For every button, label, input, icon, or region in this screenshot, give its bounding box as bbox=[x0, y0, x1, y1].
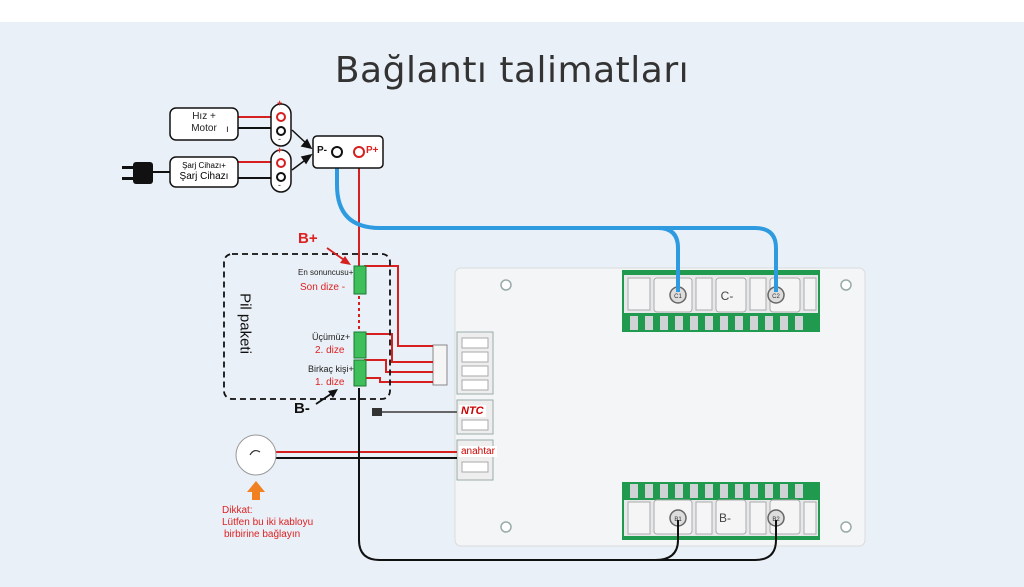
b-plus-label: B+ bbox=[298, 230, 318, 247]
motor-minus-terminal: - bbox=[278, 134, 281, 144]
pad-c-minus-label: C- bbox=[721, 289, 734, 303]
cell-connectors bbox=[353, 265, 367, 387]
charger-plus-mark: + bbox=[277, 145, 283, 155]
balance-plug bbox=[432, 344, 448, 386]
pad-c1-label: C1 bbox=[674, 294, 682, 300]
warning-line2: Lütfen bu iki kabloyu bbox=[222, 517, 314, 528]
warning-note: Dikkat: Lütfen bu iki kabloyu birbirine … bbox=[222, 505, 313, 541]
pad-b-minus-label: B- bbox=[719, 511, 731, 525]
mid-string-line2: 2. dize bbox=[315, 345, 345, 356]
charger-box bbox=[169, 156, 239, 188]
battery-pack-box bbox=[223, 253, 391, 400]
switch-circle bbox=[235, 434, 277, 476]
motor-label: Hız + Motor bbox=[172, 111, 236, 135]
blue-wires bbox=[335, 156, 778, 292]
bms-board bbox=[454, 267, 866, 547]
balance-connector bbox=[456, 331, 494, 395]
motor-line2: Motor bbox=[191, 123, 217, 134]
motor-box bbox=[169, 107, 239, 141]
power-plug-icon bbox=[122, 162, 153, 184]
ntc-probe bbox=[372, 408, 382, 416]
b-minus-arrow bbox=[315, 389, 338, 405]
output-terminal-box bbox=[312, 135, 384, 169]
charger-terminal bbox=[270, 149, 292, 193]
charger-minus-terminal: - bbox=[278, 180, 281, 190]
mid-string-line1: Üçümüz+ bbox=[312, 332, 351, 342]
motor-terminal bbox=[270, 103, 292, 147]
warning-arrow-icon bbox=[247, 481, 265, 500]
charger-label: Şarj Cihazı+ Şarj Cihazı bbox=[172, 160, 236, 182]
ntc-label: NTC bbox=[459, 405, 486, 417]
p-plus-label: P+ bbox=[366, 145, 379, 156]
b-plus-arrow bbox=[326, 247, 351, 265]
bot-string-line1: Birkaç kişi+ bbox=[308, 364, 354, 374]
battery-pack-label: Pil paketi bbox=[236, 293, 254, 354]
page-title: Bağlantı talimatları bbox=[334, 50, 690, 91]
motor-minus-mark: ı bbox=[226, 124, 229, 135]
black-wires bbox=[270, 388, 777, 561]
warning-line3: birbirine bağlayın bbox=[224, 529, 301, 540]
input-wires bbox=[152, 116, 274, 179]
top-mosfet-strip: C1 C2 C- bbox=[622, 270, 820, 332]
bottom-mosfet-strip: B1 B2 B- bbox=[622, 482, 820, 540]
pad-c2-label: C2 bbox=[772, 294, 780, 300]
charger-line1: Şarj Cihazı+ bbox=[182, 161, 226, 170]
charger-line2: Şarj Cihazı bbox=[179, 171, 229, 182]
red-wires bbox=[270, 158, 457, 453]
arrows-to-output bbox=[291, 129, 313, 171]
warning-line1: Dikkat: bbox=[222, 505, 253, 516]
motor-plus-mark: + bbox=[277, 98, 283, 108]
top-string-line2: Son dize - bbox=[300, 282, 346, 293]
b-minus-label: B- bbox=[294, 400, 310, 417]
bot-string-line2: 1. dize bbox=[315, 377, 345, 388]
switch-label: anahtar bbox=[459, 446, 497, 457]
top-string-line1: En sonuncusu+ bbox=[298, 268, 354, 277]
motor-line1: Hız + bbox=[192, 111, 216, 122]
p-minus-label: P- bbox=[317, 145, 327, 156]
